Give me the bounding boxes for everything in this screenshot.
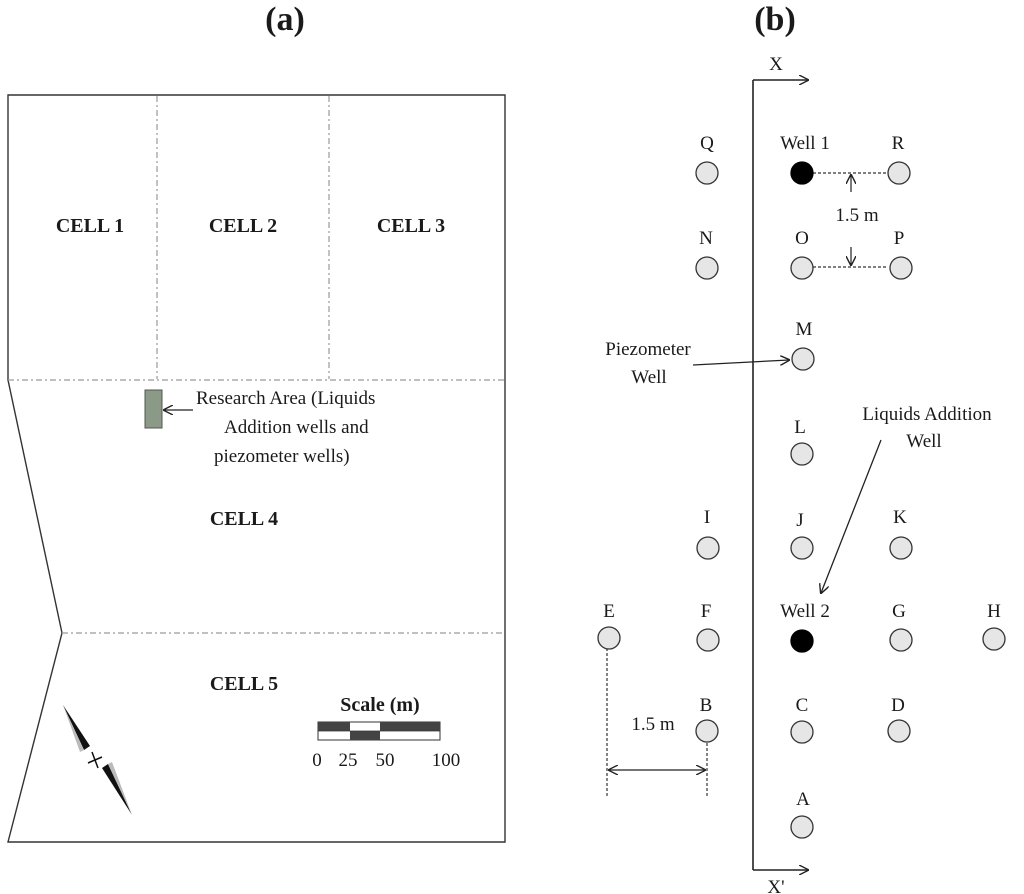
svg-text:C: C	[796, 695, 809, 716]
spacing-label-bottom: 1.5 m	[631, 714, 675, 735]
well-c: C	[790, 695, 814, 744]
scale-tick-0: 0	[312, 750, 322, 771]
cell-3-label: CELL 3	[377, 215, 445, 237]
research-area-marker	[144, 389, 163, 429]
well-m: M	[791, 319, 815, 371]
well-i: I	[696, 507, 720, 560]
liquids-arrow	[821, 439, 882, 593]
research-area-note-line-3: piezometer wells)	[214, 446, 350, 467]
svg-text:L: L	[794, 417, 806, 438]
well-p: P	[889, 228, 913, 280]
well-b: B	[695, 695, 719, 743]
svg-text:A: A	[796, 789, 810, 810]
well-a: A	[790, 789, 814, 839]
well-j: J	[790, 510, 814, 560]
well-g: G	[889, 601, 913, 652]
scale-title: Scale (m)	[340, 694, 419, 716]
well-layout: X X' 1.5 m 1.5 m Q Well 1 R N	[597, 54, 1006, 894]
liquids-note-line-1: Liquids Addition	[862, 404, 992, 425]
svg-text:M: M	[796, 319, 813, 340]
well-1-addition: Well 1	[780, 133, 830, 185]
well-n: N	[695, 228, 719, 280]
cell-2-label: CELL 2	[209, 215, 277, 237]
panel-b-label: (b)	[754, 1, 796, 38]
axis-label-bottom: X'	[767, 877, 784, 894]
svg-text:G: G	[892, 601, 906, 622]
well-q: Q	[695, 133, 719, 185]
svg-text:R: R	[892, 133, 905, 154]
svg-text:F: F	[701, 601, 712, 622]
cell-4-label: CELL 4	[210, 508, 278, 530]
svg-text:I: I	[704, 507, 710, 528]
svg-text:J: J	[796, 510, 803, 531]
well-f: F	[696, 601, 720, 652]
panel-a-label: (a)	[265, 1, 305, 38]
scale-tick-50: 50	[376, 750, 395, 771]
well-h: H	[982, 601, 1006, 651]
piezometer-arrow	[692, 360, 789, 366]
svg-text:B: B	[700, 695, 713, 716]
well-l: L	[790, 417, 814, 466]
cell-5-label: CELL 5	[210, 673, 278, 695]
well-d: D	[887, 695, 911, 743]
spacing-label-top: 1.5 m	[835, 205, 879, 226]
liquids-note-line-2: Well	[906, 431, 941, 452]
well-e: E	[597, 601, 621, 650]
svg-text:O: O	[795, 228, 809, 249]
svg-text:N: N	[699, 228, 713, 249]
well-o: O	[790, 228, 814, 280]
scale-bar: Scale (m) 0 25 50 100	[312, 694, 460, 771]
svg-text:Well 2: Well 2	[780, 601, 830, 622]
north-arrow-icon	[63, 705, 132, 815]
research-area-note-line-2: Addition wells and	[224, 417, 369, 438]
svg-text:K: K	[893, 507, 907, 528]
piezometer-note-line-2: Well	[631, 367, 666, 388]
well-k: K	[889, 507, 913, 560]
svg-text:Q: Q	[700, 133, 714, 154]
piezometer-note-line-1: Piezometer	[605, 339, 691, 360]
svg-text:D: D	[891, 695, 905, 716]
research-area-note-line-1: Research Area (Liquids	[196, 388, 375, 409]
svg-text:Well 1: Well 1	[780, 133, 830, 154]
axis-label-top: X	[769, 54, 783, 75]
svg-text:H: H	[987, 601, 1001, 622]
scale-tick-25: 25	[339, 750, 358, 771]
well-2-addition: Well 2	[780, 601, 830, 653]
cell-1-label: CELL 1	[56, 215, 124, 237]
well-r: R	[887, 133, 911, 185]
svg-text:P: P	[894, 228, 905, 249]
svg-text:E: E	[603, 601, 615, 622]
landfill-map: CELL 1 CELL 2 CELL 3 CELL 4 CELL 5 Resea…	[7, 94, 506, 843]
scale-tick-100: 100	[432, 750, 461, 771]
